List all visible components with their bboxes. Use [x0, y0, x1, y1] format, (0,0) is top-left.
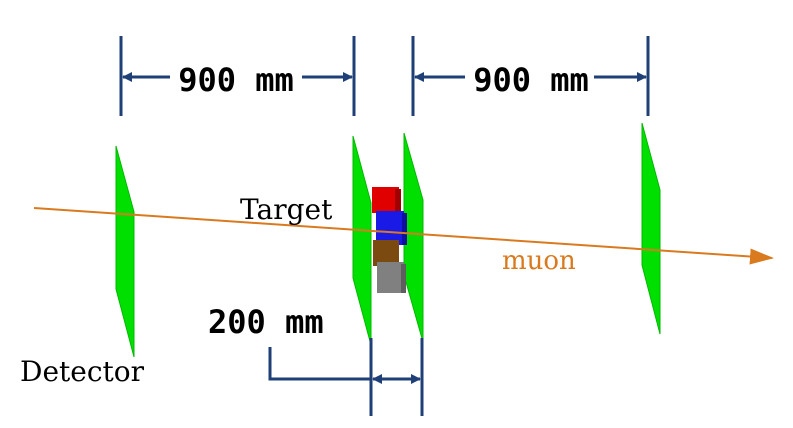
dimension-right-label: 900 mm — [473, 61, 589, 99]
target-block-red-shade — [395, 189, 401, 213]
detector-planes — [115, 122, 661, 358]
target-block-brown — [373, 240, 399, 266]
target-blocks — [372, 187, 407, 293]
target-label: Target — [240, 193, 333, 226]
muon-label: muon — [502, 246, 576, 276]
gap-dimension-lines — [268, 338, 424, 416]
detector-plane-4 — [641, 122, 661, 335]
top-dimension-lines — [119, 36, 650, 116]
target-block-gray-shade — [401, 264, 406, 293]
detector-label: Detector — [20, 355, 145, 388]
target-block-blue-shade — [402, 213, 407, 245]
muon-track — [33, 207, 774, 265]
detector-plane-2 — [352, 135, 372, 346]
dimension-left-label: 900 mm — [178, 61, 294, 99]
gap-leader-line — [268, 347, 371, 381]
gap-dimension-label: 200 mm — [208, 303, 324, 341]
target-block-blue — [376, 211, 404, 245]
detector-plane-1 — [115, 145, 135, 358]
target-block-red — [372, 187, 399, 213]
target-block-gray — [377, 262, 404, 293]
